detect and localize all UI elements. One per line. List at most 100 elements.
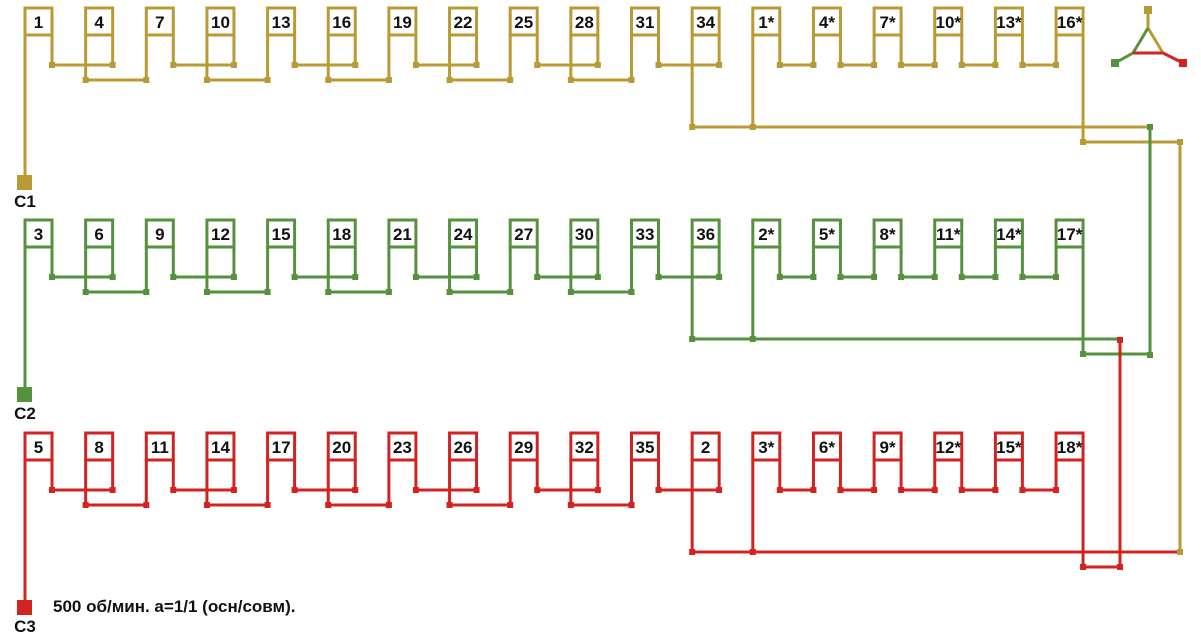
coil-label: 5* — [819, 225, 835, 244]
junction — [412, 62, 419, 68]
coil-label-box — [569, 431, 600, 462]
coil-label: 36 — [696, 225, 715, 244]
coil-7*: 7* — [872, 6, 903, 65]
coil-label-box — [23, 6, 54, 37]
coil-label: 18* — [1057, 438, 1083, 457]
junction — [898, 487, 905, 493]
coil-label: 33 — [636, 225, 655, 244]
junction — [143, 502, 150, 508]
junction — [49, 487, 55, 493]
coil-label: 4* — [819, 13, 835, 32]
coil-label-box — [84, 431, 115, 462]
junction — [446, 502, 453, 508]
coil-label: 4 — [94, 13, 104, 32]
coil-29: 29 — [508, 431, 539, 505]
coil-15*: 15* — [993, 431, 1024, 490]
coil-label: 12 — [211, 225, 230, 244]
junction — [203, 289, 210, 295]
junction — [473, 487, 480, 493]
coil-label-box — [508, 431, 539, 462]
junction — [689, 336, 696, 342]
junction — [567, 502, 574, 508]
junction — [264, 502, 271, 508]
junction — [291, 62, 298, 68]
coil-label: 13 — [272, 13, 291, 32]
coil-label: 10* — [935, 13, 961, 32]
coil-2*: 2* — [751, 218, 782, 339]
coil-label: 6 — [94, 225, 103, 244]
coil-label-box — [690, 218, 721, 249]
junction — [109, 274, 116, 280]
coil-label: 7 — [155, 13, 164, 32]
coil-label-box — [448, 218, 479, 249]
coil-label: 22 — [454, 13, 473, 32]
junction — [1147, 124, 1153, 130]
junction — [143, 289, 150, 295]
coil-label: 32 — [575, 438, 594, 457]
coil-21: 21 — [387, 218, 418, 292]
junction — [655, 274, 662, 280]
coil-22: 22 — [448, 6, 479, 80]
coil-label: 23 — [393, 438, 412, 457]
coil-label-box — [751, 218, 782, 249]
lead-terminal[interactable] — [17, 387, 32, 402]
coil-13: 13 — [266, 6, 297, 80]
coil-label-box — [690, 431, 721, 462]
coil-label-box — [811, 218, 842, 249]
coil-10*: 10* — [933, 6, 964, 65]
coil-27: 27 — [508, 218, 539, 292]
junction — [352, 274, 359, 280]
coil-12*: 12* — [933, 431, 964, 490]
coil-label-box — [569, 6, 600, 37]
lead-terminal[interactable] — [17, 600, 32, 615]
coil-label-box — [84, 218, 115, 249]
junction — [1080, 564, 1087, 570]
lead-label: C1 — [14, 192, 36, 211]
coil-label-box — [84, 6, 115, 37]
coil-14: 14 — [205, 431, 236, 505]
coil-label-box — [872, 6, 903, 37]
coil-label: 12* — [935, 438, 961, 457]
coil-label: 17 — [272, 438, 291, 457]
junction — [82, 289, 89, 295]
coil-1*: 1* — [751, 6, 782, 127]
coil-4: 4 — [84, 6, 115, 80]
coil-14*: 14* — [993, 218, 1024, 277]
coil-25: 25 — [508, 6, 539, 80]
junction — [507, 77, 514, 83]
junction — [385, 289, 392, 295]
junction — [567, 289, 574, 295]
coil-label-box — [205, 218, 236, 249]
coil-label-box — [508, 218, 539, 249]
junction — [1080, 139, 1087, 145]
coil-label: 19 — [393, 13, 412, 32]
junction — [534, 487, 541, 493]
lead-terminal[interactable] — [17, 175, 32, 190]
coil-label-box — [1054, 218, 1085, 249]
coil-label: 16* — [1057, 13, 1083, 32]
junction — [143, 77, 150, 83]
junction — [170, 274, 177, 280]
coil-18*: 18* — [1054, 431, 1085, 567]
junction — [628, 502, 635, 508]
coil-label-box — [387, 6, 418, 37]
junction — [837, 62, 844, 68]
coil-label-box — [326, 6, 357, 37]
coil-9: 9 — [144, 218, 175, 292]
coil-label-box — [811, 6, 842, 37]
coil-label-box — [144, 431, 175, 462]
junction — [1019, 274, 1026, 280]
junction — [352, 487, 359, 493]
coil-label: 6* — [819, 438, 835, 457]
coil-label-box — [448, 431, 479, 462]
junction — [170, 487, 177, 493]
coil-1: 1 — [23, 6, 54, 175]
junction — [230, 62, 237, 68]
junction — [992, 274, 999, 280]
vertical-bus-c1 — [1177, 139, 1183, 555]
coil-36: 36 — [690, 218, 721, 339]
coil-label: 3 — [34, 225, 43, 244]
coil-label-box — [993, 6, 1024, 37]
